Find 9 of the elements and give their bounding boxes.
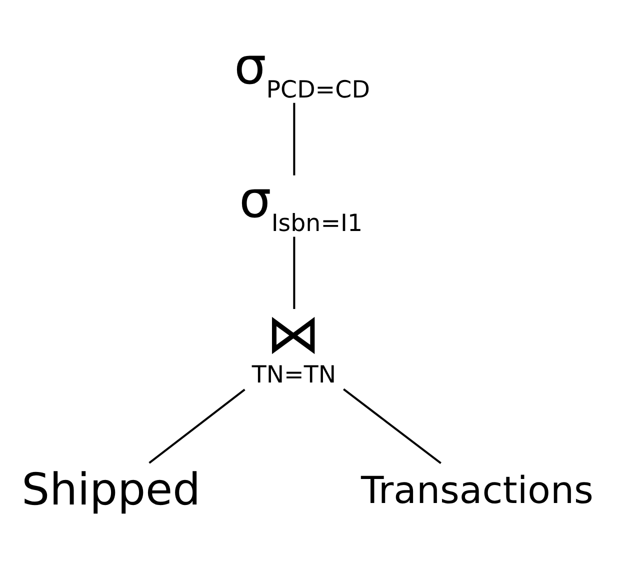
connector — [293, 102, 296, 175]
connector — [148, 388, 246, 464]
node-text: σ$_{Isbn=I1}$ — [239, 169, 363, 236]
connector — [293, 236, 296, 308]
connector — [343, 388, 442, 464]
node-text: σ$_{PCD=CD}$ — [234, 36, 370, 103]
node-text: ⋈ TN=TN — [252, 302, 336, 388]
node-text: Shipped — [22, 464, 201, 515]
node-text: Transactions — [361, 468, 594, 512]
